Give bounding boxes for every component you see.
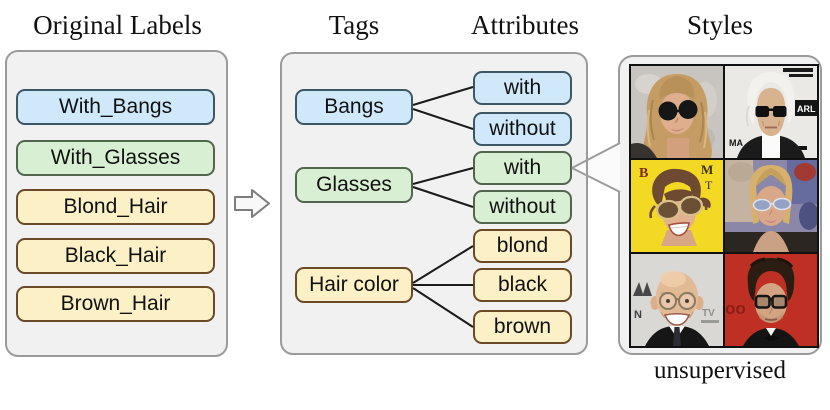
label-box-with-glasses: With_Glasses (16, 140, 215, 176)
svg-text:MA: MA (729, 138, 743, 148)
style-photo-blond-blue-glasses (725, 160, 817, 252)
styles-title: Styles (686, 10, 753, 40)
style-photo-white-hair-sunglasses: ARL MA (725, 66, 817, 158)
style-photo-yellow-magazine-sunglasses: B M T (631, 160, 723, 252)
attribute-box-hair-blond: blond (473, 229, 572, 263)
attribute-box-bangs-with: with (473, 71, 572, 105)
style-photo-grid: ARL MA B M (629, 64, 819, 348)
original-labels-title: Original Labels (33, 10, 202, 40)
face-illustration-3: B M T (631, 160, 723, 252)
label-box-blond-hair: Blond_Hair (16, 189, 215, 225)
label-box-black-hair: Black_Hair (16, 238, 215, 274)
svg-text:ARL: ARL (797, 104, 816, 114)
svg-text:M: M (701, 162, 713, 177)
unsupervised-caption: unsupervised (654, 357, 786, 384)
style-photo-bald-round-glasses: N TV (631, 254, 723, 346)
svg-text:N: N (634, 309, 642, 321)
label-box-with-bangs: With_Bangs (16, 89, 215, 125)
face-illustration-1 (631, 66, 723, 158)
attributes-title: Attributes (471, 10, 579, 40)
svg-text:oo: oo (725, 299, 746, 318)
attribute-box-hair-brown: brown (473, 310, 572, 344)
attribute-box-glasses-with: with (473, 151, 572, 185)
attribute-box-bangs-without: without (473, 112, 572, 146)
label-box-brown-hair: Brown_Hair (16, 286, 215, 322)
face-illustration-4 (725, 160, 817, 252)
tags-title: Tags (328, 10, 380, 40)
attribute-box-glasses-without: without (473, 190, 572, 224)
svg-text:B: B (639, 166, 648, 181)
style-photo-blond-round-sunglasses (631, 66, 723, 158)
style-photo-dark-hair-glasses-red: oo (725, 254, 817, 346)
svg-text:TV: TV (702, 308, 715, 319)
tag-box-bangs: Bangs (295, 89, 413, 125)
svg-text:T: T (705, 178, 713, 192)
tag-box-hair-color: Hair color (295, 267, 413, 303)
face-illustration-5: N TV (631, 254, 723, 346)
tag-box-glasses: Glasses (295, 167, 413, 203)
face-illustration-2: ARL MA (725, 66, 817, 158)
attribute-box-hair-black: black (473, 268, 572, 302)
face-illustration-6: oo (725, 254, 817, 346)
flow-arrow (234, 189, 270, 218)
